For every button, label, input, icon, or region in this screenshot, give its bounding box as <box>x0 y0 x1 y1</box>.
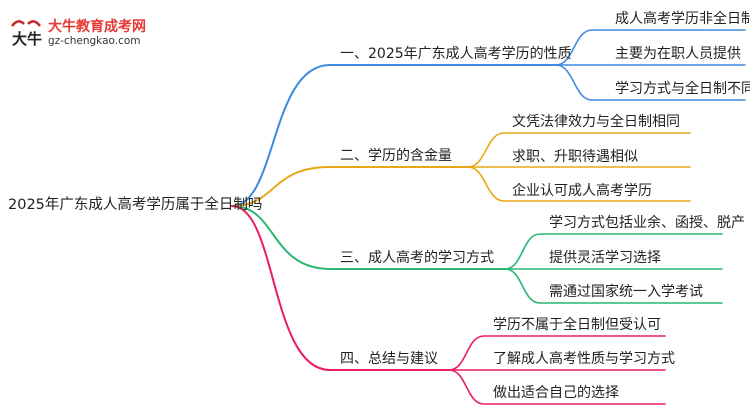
branch-1-connector <box>231 64 331 207</box>
logo-url: gz-chengkao.com <box>48 35 141 47</box>
bull-logo-icon: 大牛 <box>11 20 42 48</box>
root-node-label: 2025年广东成人高考学历属于全日制吗 <box>8 197 263 213</box>
branch-1-child-3: 学习方式与全日制不同 <box>615 81 750 97</box>
branch-4-child-3-connector <box>448 369 666 405</box>
branch-4-child-1: 学历不属于全日制但受认可 <box>493 317 661 333</box>
branch-3-child-1: 学习方式包括业余、函授、脱产 <box>549 215 745 231</box>
branch-3-child-3-connector <box>504 268 723 304</box>
branch-3-child-3: 需通过国家统一入学考试 <box>549 284 703 300</box>
branch-1-child-3-connector <box>555 64 746 101</box>
branch-4-connector <box>231 205 331 371</box>
branch-4-label: 四、总结与建议 <box>340 351 438 367</box>
branch-3-child-1-connector <box>504 233 723 270</box>
svg-text:大牛: 大牛 <box>12 30 42 48</box>
branch-1-child-2: 主要为在职人员提供 <box>615 46 741 62</box>
branch-3-child-2: 提供灵活学习选择 <box>549 250 661 266</box>
branch-1-child-1: 成人高考学历非全日制 <box>615 11 750 27</box>
branch-2-child-3: 企业认可成人高考学历 <box>512 183 652 199</box>
branch-4-child-2: 了解成人高考性质与学习方式 <box>493 351 675 367</box>
branch-1-label: 一、2025年广东成人高考学历的性质 <box>340 46 572 62</box>
branch-2-child-1-connector <box>467 132 691 168</box>
branch-2-label: 二、学历的含金量 <box>340 148 452 164</box>
branch-3-connector <box>231 205 331 270</box>
branch-4-child-3: 做出适合自己的选择 <box>493 385 619 401</box>
branch-2-child-3-connector <box>467 166 691 202</box>
branch-3-label: 三、成人高考的学习方式 <box>340 250 494 266</box>
branch-2-child-2: 求职、升职待遇相似 <box>512 149 638 165</box>
branch-2-child-1: 文凭法律效力与全日制相同 <box>512 114 680 130</box>
branch-1-child-1-connector <box>555 29 746 66</box>
site-logo[interactable]: 大牛 大牛教育成考网 gz-chengkao.com <box>8 14 158 54</box>
logo-title: 大牛教育成考网 <box>48 19 146 35</box>
branch-2-connector <box>231 166 331 207</box>
branch-4-child-1-connector <box>448 335 666 371</box>
